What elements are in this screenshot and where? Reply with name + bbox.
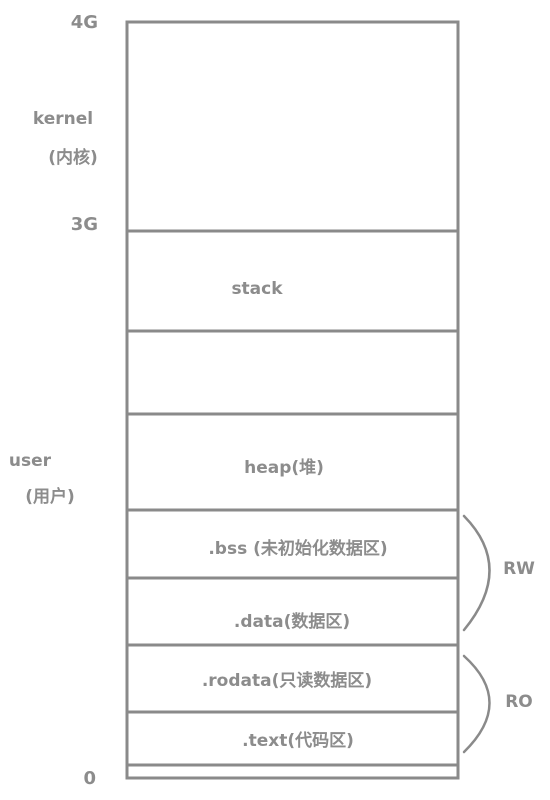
- address-3g-label: 3G: [71, 214, 98, 235]
- rodata-segment-label: .rodata(只读数据区): [202, 670, 372, 691]
- data-segment-label: .data(数据区): [234, 611, 350, 632]
- kernel-region-label: kernel: [33, 109, 93, 129]
- kernel-region-note: (内核): [48, 147, 98, 168]
- rw-group-label: RW: [503, 559, 535, 579]
- address-0-label: 0: [83, 768, 96, 789]
- text-segment-label: .text(代码区): [242, 730, 354, 751]
- ro-group-label: RO: [505, 692, 533, 712]
- bss-segment-label: .bss (未初始化数据区): [208, 538, 387, 559]
- rw-bracket: [462, 514, 491, 632]
- ro-bracket: [462, 654, 491, 754]
- heap-segment-label: heap(堆): [244, 457, 324, 478]
- stack-segment-label: stack: [231, 279, 283, 299]
- user-region-label: user: [9, 451, 52, 471]
- memory-frame: [125, 20, 460, 780]
- address-4g-label: 4G: [71, 12, 98, 33]
- user-region-note: (用户): [25, 486, 75, 507]
